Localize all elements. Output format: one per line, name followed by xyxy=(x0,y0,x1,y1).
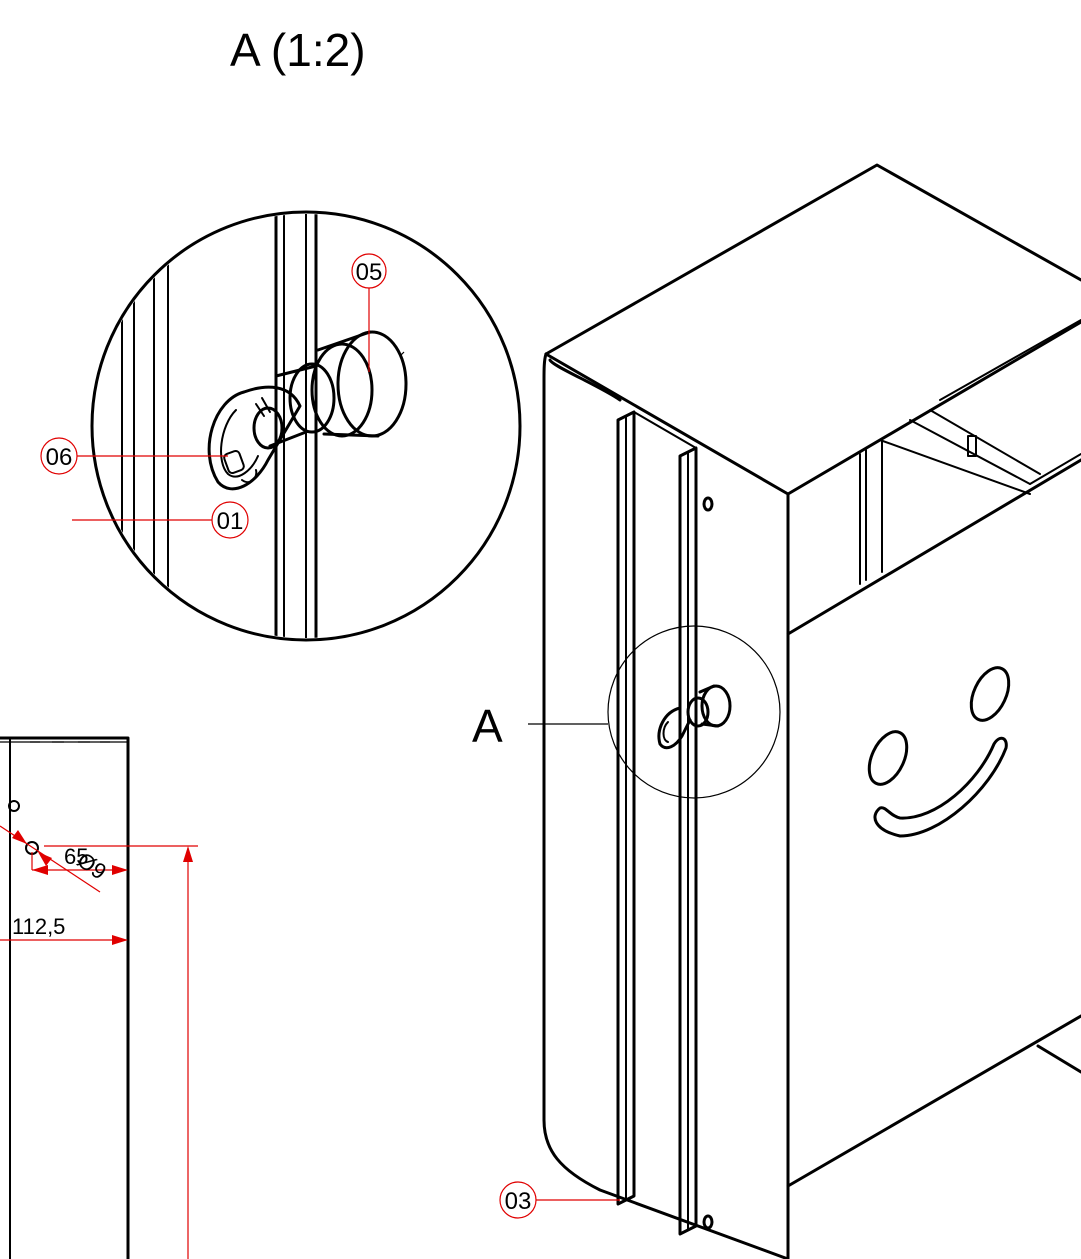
balloon-05-label: 05 xyxy=(356,259,383,286)
balloon-01-label: 01 xyxy=(217,508,244,535)
side-panel-view xyxy=(0,736,130,1259)
balloon-03-label: 03 xyxy=(505,1188,532,1215)
balloon-05: 05 xyxy=(351,253,387,372)
dimension-diameter-9: Ø9 xyxy=(0,825,111,893)
detail-marker-label: A xyxy=(472,700,503,752)
detail-title: A (1:2) xyxy=(230,24,366,76)
dimension-65: 65 xyxy=(31,844,128,875)
detail-view-a xyxy=(90,210,522,642)
balloon-01: 01 xyxy=(72,501,249,539)
smiley-cutout xyxy=(867,666,1011,838)
balloon-03: 03 xyxy=(499,1181,620,1219)
cabinet-isometric-view xyxy=(542,163,1081,1259)
balloon-06: 06 xyxy=(40,437,228,475)
dimension-vertical xyxy=(44,845,198,1259)
detail-marker-a: A xyxy=(472,625,781,799)
dimension-112-5-label: 112,5 xyxy=(12,914,65,939)
dimension-112-5: 112,5 xyxy=(0,914,128,945)
dimension-65-label: 65 xyxy=(64,844,88,869)
bolt-part-05 xyxy=(252,330,408,450)
clip-part-06 xyxy=(207,385,302,491)
balloon-06-label: 06 xyxy=(46,444,73,471)
